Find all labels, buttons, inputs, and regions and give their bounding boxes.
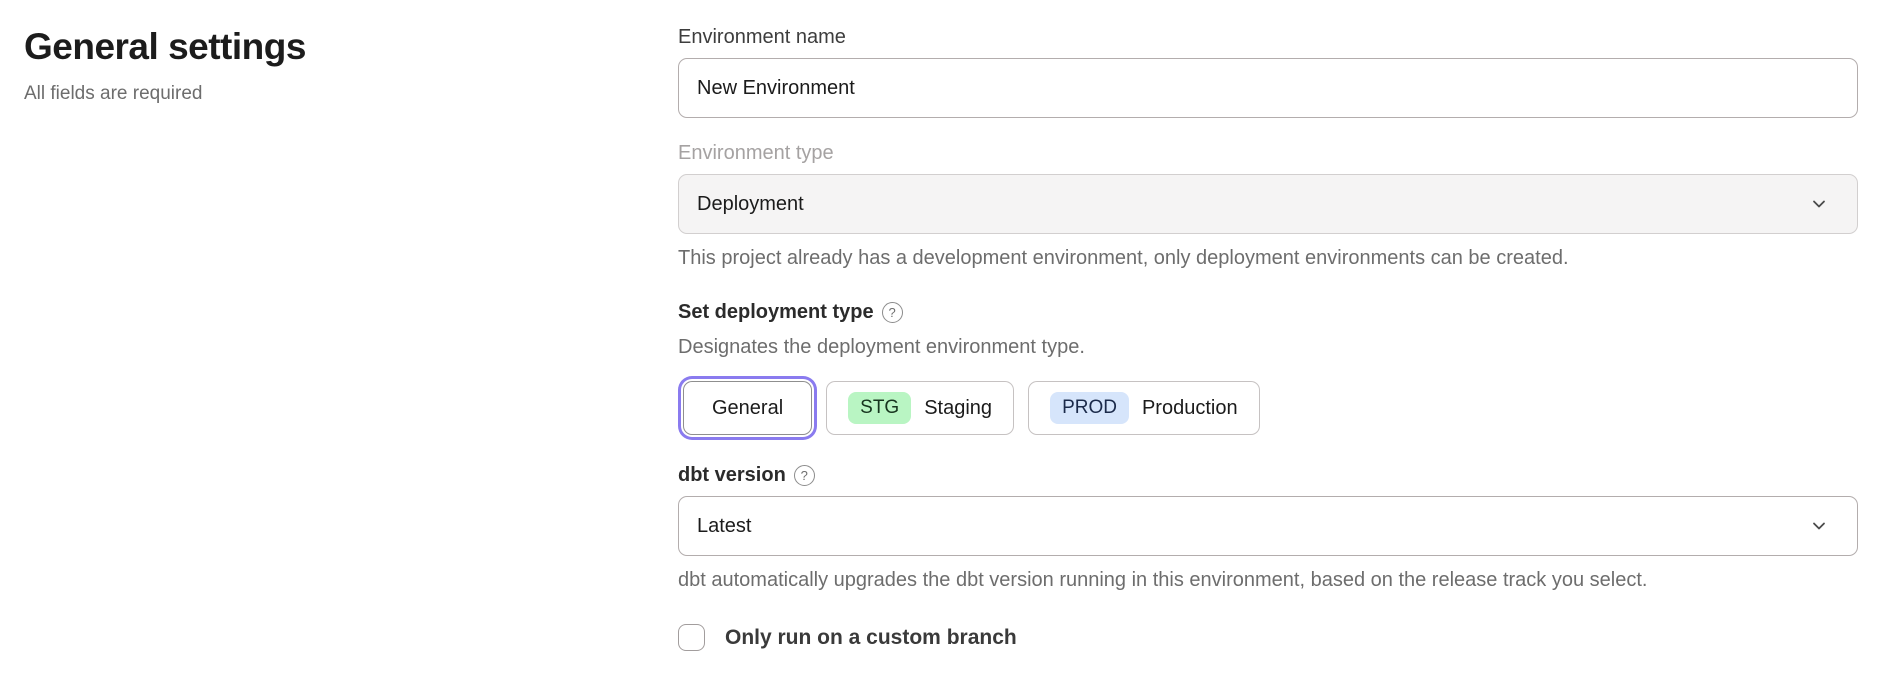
- environment-settings-form: Environment name Environment type Deploy…: [678, 26, 1858, 651]
- custom-branch-row: Only run on a custom branch: [678, 624, 1858, 651]
- environment-type-select: Deployment: [678, 174, 1858, 234]
- deployment-type-description: Designates the deployment environment ty…: [678, 336, 1085, 358]
- deployment-type-label: Set deployment type ?: [678, 301, 1858, 324]
- deployment-type-label-text: Set deployment type: [678, 301, 874, 323]
- deployment-type-staging-button[interactable]: STG Staging: [826, 381, 1015, 435]
- staging-button-label: Staging: [924, 396, 993, 419]
- dbt-version-value: Latest: [697, 514, 752, 537]
- environment-type-label: Environment type: [678, 142, 834, 164]
- environment-type-value: Deployment: [697, 192, 804, 215]
- production-button-label: Production: [1141, 396, 1238, 419]
- dbt-version-helper: dbt automatically upgrades the dbt versi…: [678, 569, 1648, 591]
- help-icon[interactable]: ?: [793, 465, 815, 486]
- dbt-version-select[interactable]: Latest: [678, 496, 1858, 556]
- help-icon[interactable]: ?: [881, 302, 903, 323]
- custom-branch-checkbox[interactable]: [678, 624, 705, 651]
- chevron-down-icon: [1809, 516, 1829, 536]
- dbt-version-label: dbt version ?: [678, 464, 1858, 487]
- chevron-down-icon: [1809, 194, 1829, 214]
- stg-badge: STG: [848, 392, 912, 424]
- environment-name-label: Environment name: [678, 26, 846, 48]
- page-subtitle: All fields are required: [24, 83, 203, 104]
- environment-name-input[interactable]: [678, 58, 1858, 118]
- dbt-version-label-text: dbt version: [678, 464, 786, 486]
- deployment-type-general-button[interactable]: General: [683, 381, 813, 435]
- deployment-type-production-button[interactable]: PROD Production: [1028, 381, 1260, 435]
- general-button-label: General: [712, 396, 784, 419]
- deployment-type-options: General STG Staging PROD Production: [678, 376, 1858, 440]
- page-title: General settings: [24, 26, 306, 67]
- environment-type-helper: This project already has a development e…: [678, 247, 1569, 269]
- custom-branch-label[interactable]: Only run on a custom branch: [725, 625, 1017, 649]
- settings-header: General settings All fields are required: [24, 26, 584, 105]
- prod-badge: PROD: [1050, 392, 1129, 424]
